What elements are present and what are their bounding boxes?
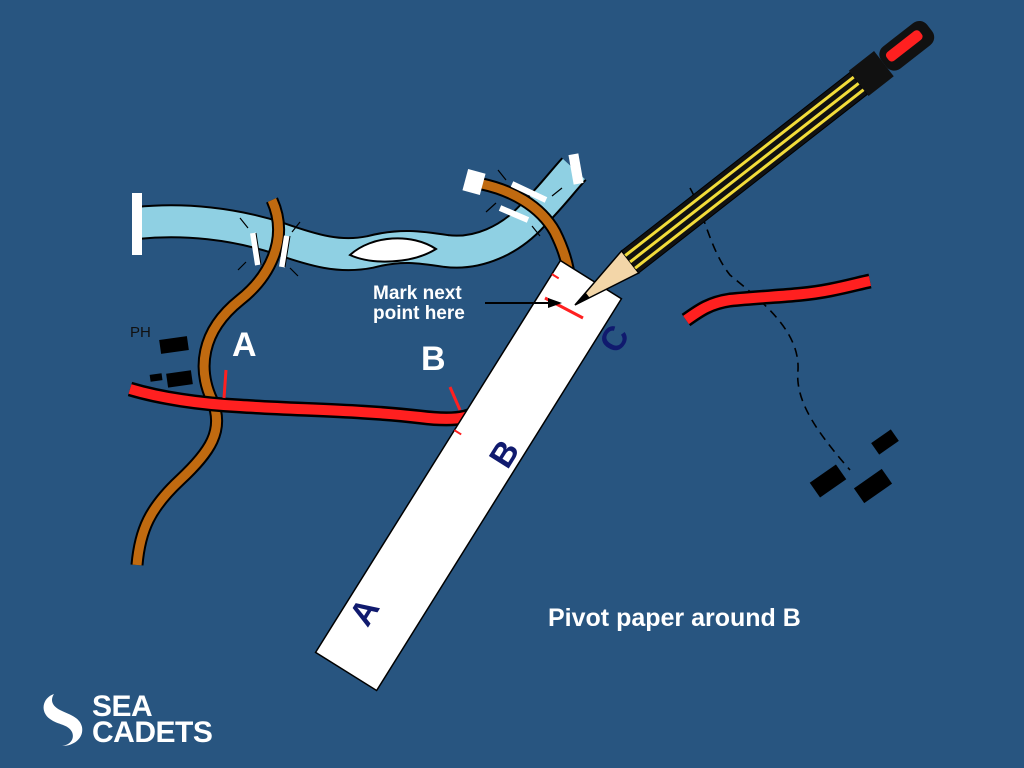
- label-point-a: A: [232, 326, 257, 364]
- bridge-west: [237, 217, 301, 277]
- paper-strip[interactable]: [314, 259, 623, 692]
- logo-line1: SEA: [92, 690, 153, 723]
- pointer-arrow: [485, 298, 562, 308]
- building: [871, 429, 899, 455]
- mark-next-line1: Mark next: [373, 283, 462, 304]
- track-end: [462, 169, 486, 195]
- pencil[interactable]: [565, 15, 939, 317]
- label-pub: PH: [130, 324, 151, 341]
- pub-building: [159, 336, 189, 354]
- mark-next-label: Mark next point here: [373, 284, 465, 324]
- dashed-path: [689, 187, 851, 471]
- caption: Pivot paper around B: [548, 604, 801, 632]
- paper-tick-b: [453, 429, 462, 436]
- sea-cadets-logo: SEA CADETS: [40, 692, 220, 748]
- building: [853, 468, 893, 504]
- river-cut-end-west: [132, 193, 142, 255]
- building: [149, 373, 163, 382]
- wave-icon: [43, 694, 83, 746]
- river: [132, 153, 587, 272]
- building: [809, 464, 847, 498]
- logo-line2: CADETS: [92, 716, 213, 749]
- label-point-b: B: [421, 340, 446, 378]
- river-cut-end-east: [568, 153, 584, 185]
- river-island: [348, 237, 438, 263]
- tick-a: [222, 369, 228, 399]
- bridge-east: [485, 169, 563, 237]
- building: [166, 370, 193, 388]
- tick-b: [448, 386, 462, 411]
- mark-next-line2: point here: [373, 303, 465, 324]
- buildings: [149, 336, 899, 504]
- paper-tick-c: [551, 273, 560, 280]
- road-east: [681, 273, 872, 327]
